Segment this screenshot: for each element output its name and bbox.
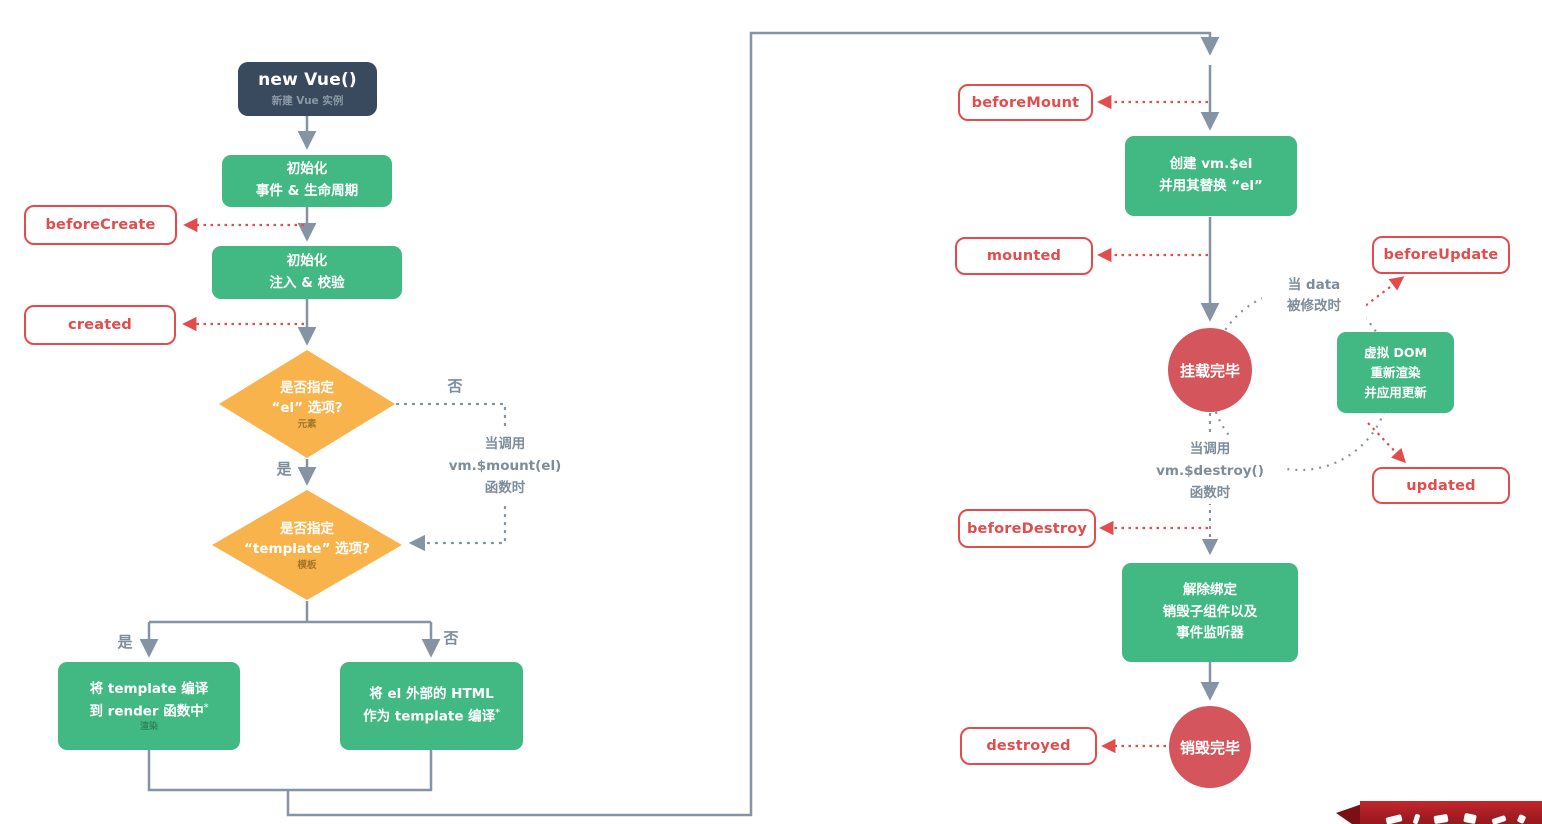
new-vue-node: new Vue() 新建 Vue 实例 (238, 62, 377, 116)
compile-el-line2: 作为 template 编译* (363, 706, 500, 728)
compile-template-node: 将 template 编译 到 render 函数中* 渲染 (58, 662, 240, 750)
label-no-el: 否 (442, 374, 468, 396)
el-option-decision-text: 是否指定 “el” 选项? 元素 (271, 378, 342, 430)
hook-mounted-label: mounted (986, 248, 1062, 264)
label-yes-el-text: 是 (276, 459, 292, 478)
compile-el-asterisk: * (495, 707, 500, 718)
mount-note-line2: vm.$mount(el) (448, 457, 562, 474)
mount-call-note: 当调用 vm.$mount(el) 函数时 (440, 430, 570, 502)
el-decision-sub: 元素 (297, 418, 317, 430)
destroy-call-note: 当调用 vm.$destroy() 函数时 (1138, 438, 1282, 504)
compile-template-line1: 将 template 编译 (89, 681, 209, 698)
destroy-note-line2: vm.$destroy() (1156, 462, 1264, 479)
mount-note-line3: 函数时 (484, 480, 526, 497)
el-decision-line1: 是否指定 (280, 380, 334, 397)
destroy-note-line3: 函数时 (1189, 485, 1231, 502)
teardown-node: 解除绑定 销毁子组件以及 事件监听器 (1122, 563, 1298, 662)
label-yes-template: 是 (112, 630, 138, 652)
label-no-template: 否 (438, 626, 464, 648)
init-events-node: 初始化 事件 & 生命周期 (222, 155, 392, 207)
hook-before-create-label: beforeCreate (45, 217, 156, 233)
hook-before-mount-badge: beforeMount (958, 84, 1093, 121)
destroyed-state-circle: 销毁完毕 (1169, 706, 1251, 788)
vdom-line1: 虚拟 DOM (1364, 344, 1427, 360)
hook-before-destroy-badge: beforeDestroy (958, 509, 1096, 548)
data-change-line2: 被修改时 (1287, 298, 1341, 314)
hook-updated-badge: updated (1372, 467, 1510, 504)
hook-mounted-badge: mounted (955, 237, 1093, 275)
mount-note-line1: 当调用 (484, 435, 526, 452)
label-yes-template-text: 是 (117, 632, 133, 651)
compile-template-asterisk: * (203, 702, 209, 713)
init-injections-line1: 初始化 (286, 252, 328, 269)
template-decision-line1: 是否指定 (280, 521, 334, 538)
init-events-line1: 初始化 (286, 161, 328, 178)
data-change-note: 当 data 被修改时 (1262, 272, 1366, 320)
hook-created-badge: created (24, 305, 176, 345)
create-vm-el-line1: 创建 vm.$el (1169, 156, 1253, 173)
hook-before-create-badge: beforeCreate (24, 205, 177, 245)
destroyed-state-label: 销毁完毕 (1179, 738, 1240, 757)
hook-before-update-label: beforeUpdate (1383, 247, 1499, 263)
hook-before-update-badge: beforeUpdate (1372, 236, 1510, 274)
hook-created-label: created (68, 317, 132, 333)
compile-template-line2-text: 到 render 函数中 (89, 703, 204, 720)
mounted-state-label: 挂载完毕 (1179, 361, 1240, 380)
mounted-state-circle: 挂载完毕 (1168, 328, 1252, 412)
data-change-line1: 当 data (1287, 277, 1341, 294)
template-decision-line2: “template” 选项? (244, 541, 370, 558)
ribbon-fold (1336, 804, 1362, 824)
compile-el-line1: 将 el 外部的 HTML (369, 686, 494, 703)
el-option-decision: 是否指定 “el” 选项? 元素 (219, 350, 395, 458)
init-events-line2: 事件 & 生命周期 (255, 183, 359, 199)
new-vue-subtitle: 新建 Vue 实例 (271, 95, 344, 107)
hook-destroyed-label: destroyed (986, 738, 1071, 754)
teardown-line1: 解除绑定 (1183, 582, 1237, 599)
hook-before-mount-label: beforeMount (971, 94, 1080, 111)
label-yes-el: 是 (271, 457, 297, 479)
teardown-line3: 事件监听器 (1176, 625, 1244, 642)
hook-updated-label: updated (1406, 477, 1476, 494)
watermark-ribbon (1330, 790, 1542, 824)
compile-el-html-node: 将 el 外部的 HTML 作为 template 编译* (340, 662, 523, 750)
teardown-line2: 销毁子组件以及 (1162, 603, 1258, 620)
init-injections-node: 初始化 注入 & 校验 (212, 246, 402, 299)
new-vue-title: new Vue() (258, 70, 357, 90)
label-no-el-text: 否 (447, 376, 463, 395)
template-option-decision-text: 是否指定 “template” 选项? 模板 (244, 519, 370, 571)
vdom-line2: 重新渲染 (1370, 364, 1421, 380)
hook-before-destroy-label: beforeDestroy (966, 520, 1088, 537)
compile-template-sub: 渲染 (139, 721, 158, 732)
template-decision-sub: 模板 (297, 559, 317, 571)
compile-template-line2: 到 render 函数中* (89, 701, 208, 723)
label-no-template-text: 否 (443, 628, 459, 647)
hook-destroyed-badge: destroyed (960, 727, 1097, 765)
init-injections-line2: 注入 & 校验 (269, 274, 345, 291)
destroy-note-line1: 当调用 (1189, 440, 1231, 457)
template-option-decision: 是否指定 “template” 选项? 模板 (212, 490, 402, 600)
vdom-line3: 并应用更新 (1364, 384, 1427, 400)
create-vm-el-node: 创建 vm.$el 并用其替换 “el” (1125, 136, 1297, 216)
virtual-dom-node: 虚拟 DOM 重新渲染 并应用更新 (1337, 332, 1454, 413)
el-decision-line2: “el” 选项? (271, 400, 343, 417)
create-vm-el-line2: 并用其替换 “el” (1159, 178, 1263, 194)
compile-el-line2-text: 作为 template 编译 (363, 708, 496, 725)
